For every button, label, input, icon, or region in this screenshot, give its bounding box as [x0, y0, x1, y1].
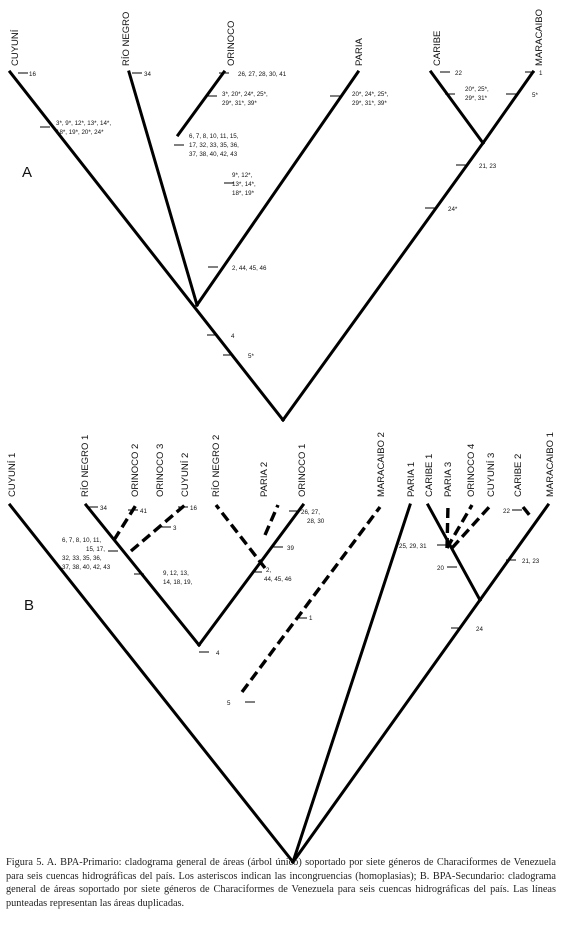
char-b-node24: 24 [476, 626, 483, 633]
taxon-rio-negro: RÍO NEGRO [121, 12, 132, 66]
char-root-4: 4 [231, 333, 235, 340]
char-b-or3: 3 [173, 525, 177, 532]
char-b-node6: 6, 7, 8, 10, 11, 15, 17, 32, 33, 35, 36,… [62, 537, 111, 571]
panel-b-dashed-branches [112, 503, 533, 694]
char-rn-or-node: 6, 7, 8, 10, 11, 15, 17, 32, 33, 35, 36,… [189, 133, 241, 158]
taxon-caribe-1: CARIBE 1 [424, 454, 435, 497]
taxon-orinoco-1: ORINOCO 1 [297, 444, 308, 497]
taxon-orinoco: ORINOCO [226, 21, 237, 66]
char-cuyuni: 16 [29, 71, 36, 78]
taxon-cuyuni-3: CUYUNÍ 3 [486, 453, 497, 497]
char-maracaibo-inner: 5* [532, 92, 538, 99]
char-east-stem: 24* [448, 206, 458, 213]
taxon-paria-3: PARIA 3 [443, 462, 454, 497]
panel-a-letter: A [22, 164, 32, 181]
figure-caption: Figura 5. A. BPA-Primario: cladograma ge… [6, 857, 556, 909]
char-cuyuni-branch: 3*, 9*, 12*, 13*, 14*, 18*, 19*, 20*, 24… [56, 120, 113, 136]
taxon-caribe: CARIBE [432, 31, 443, 66]
panel-b-ticks [88, 506, 522, 703]
taxon-orinoco-3: ORINOCO 3 [155, 444, 166, 497]
taxon-paria-1: PARIA 1 [406, 462, 417, 497]
taxon-rio-negro-2: RÍO NEGRO 2 [211, 435, 222, 497]
char-b-node25: 25, 29, 31 [399, 543, 427, 550]
panel-b-letter: B [24, 597, 34, 614]
taxon-cuyuni-1: CUYUNÍ 1 [7, 453, 18, 497]
char-b-node20: 20 [437, 565, 444, 572]
char-caribe-tip: 22 [455, 70, 462, 77]
char-west-stem: 2, 44, 45, 46 [232, 265, 267, 272]
taxon-caribe-2: CARIBE 2 [513, 454, 524, 497]
taxon-orinoco-2: ORINOCO 2 [130, 444, 141, 497]
char-root-5: 5* [248, 353, 254, 360]
taxon-paria: PARIA [354, 38, 365, 66]
char-caribe-inner: 20*, 25*, 29*, 31* [465, 86, 490, 102]
char-paria: 20*, 24*, 25*, 29*, 31*, 39* [352, 91, 390, 107]
taxon-rio-negro-1: RÍO NEGRO 1 [80, 435, 91, 497]
char-b-node2: 2, 44, 45, 46 [264, 567, 292, 583]
char-maracaibo-tip: 1 [539, 70, 543, 77]
taxon-cuyuni: CUYUNÍ [10, 29, 21, 66]
taxon-cuyuni-2: CUYUNÍ 2 [180, 453, 191, 497]
taxon-maracaibo-2: MARACAIBO 2 [376, 432, 387, 497]
char-orinoco-inner: 3*, 20*, 24*, 25*, 29*, 31*, 39* [222, 91, 270, 107]
taxon-maracaibo-1: MARACAIBO 1 [545, 432, 556, 497]
char-rn-or-stem: 9*, 12*, 13*, 14*, 18*, 19* [232, 172, 257, 197]
taxon-paria-2: PARIA 2 [259, 462, 270, 497]
char-b-node21: 21, 23 [522, 558, 540, 565]
panel-b-solid-branches [7, 502, 551, 865]
char-b-rn1: 34 [100, 505, 107, 512]
char-b-car2: 22 [503, 508, 510, 515]
char-b-cu2: 16 [190, 505, 197, 512]
char-rio-negro: 34 [144, 71, 151, 78]
char-b-node4: 4 [216, 650, 220, 657]
char-b-node9: 9, 12, 13, 14, 18, 19, [163, 570, 193, 586]
taxon-maracaibo: MARACAIBO [534, 9, 545, 66]
char-b-or2: 41 [140, 508, 147, 515]
char-b-mar2: 1 [309, 615, 313, 622]
panel-a-ticks [18, 71, 535, 356]
char-b-or1: 26, 27, 28, 30 [301, 509, 325, 525]
char-b-node5: 5 [227, 700, 231, 707]
panel-a-cladogram [7, 69, 536, 423]
char-car-mar-stem: 21, 23 [479, 163, 497, 170]
taxon-orinoco-4: ORINOCO 4 [466, 444, 477, 497]
char-orinoco: 26, 27, 28, 30, 41 [238, 71, 287, 78]
char-b-pa2-or1: 39 [287, 545, 294, 552]
